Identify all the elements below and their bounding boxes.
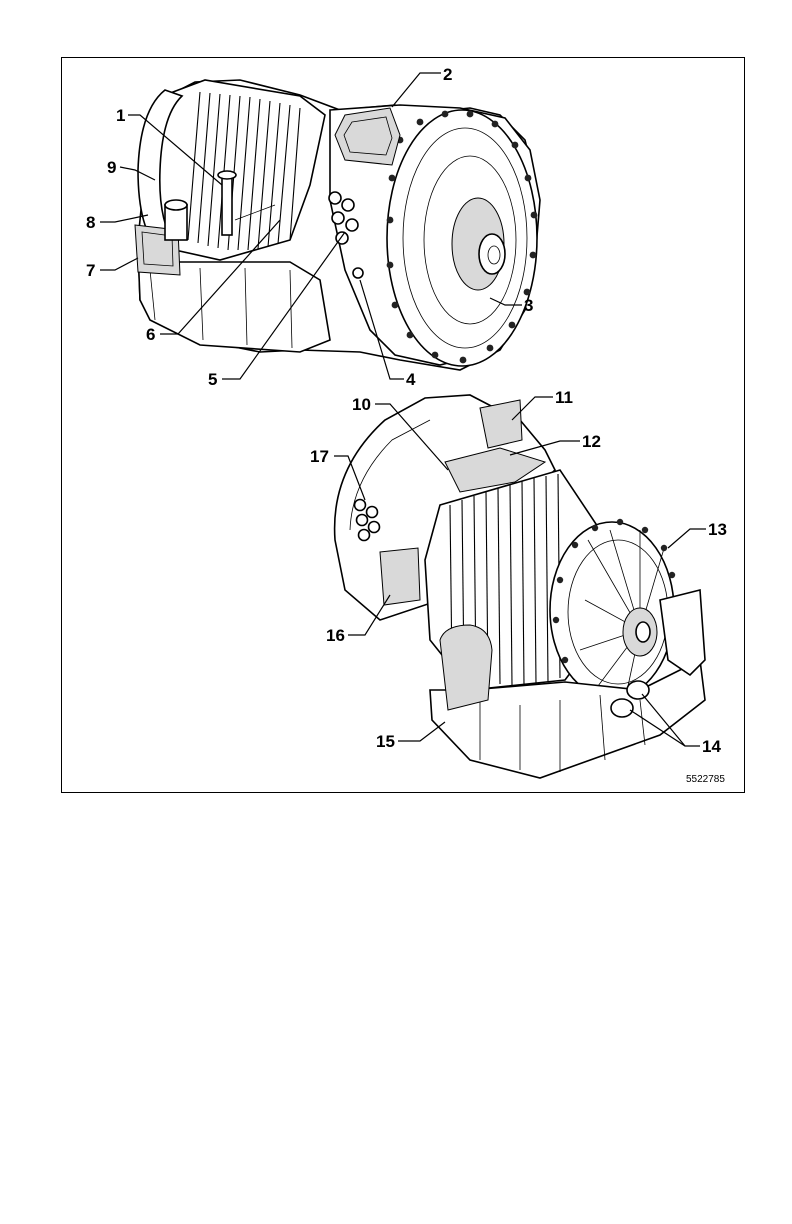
callout-10: 10 xyxy=(352,395,371,414)
callout-3: 3 xyxy=(524,296,533,315)
callout-4: 4 xyxy=(406,370,416,389)
callout-16: 16 xyxy=(326,626,345,645)
callout-5: 5 xyxy=(208,370,217,389)
callout-8: 8 xyxy=(86,213,95,232)
callout-13: 13 xyxy=(708,520,727,539)
callout-1: 1 xyxy=(116,106,125,125)
callout-17: 17 xyxy=(310,447,329,466)
callout-6: 6 xyxy=(146,325,155,344)
callout-11: 11 xyxy=(555,388,573,407)
callout-9: 9 xyxy=(107,158,116,177)
transmission-top-view xyxy=(135,80,540,370)
callout-7: 7 xyxy=(86,261,95,280)
callout-2: 2 xyxy=(443,65,452,84)
callout-14: 14 xyxy=(702,737,721,756)
callout-12: 12 xyxy=(582,432,601,451)
callout-15: 15 xyxy=(376,732,395,751)
figure-id: 5522785 xyxy=(686,774,725,785)
